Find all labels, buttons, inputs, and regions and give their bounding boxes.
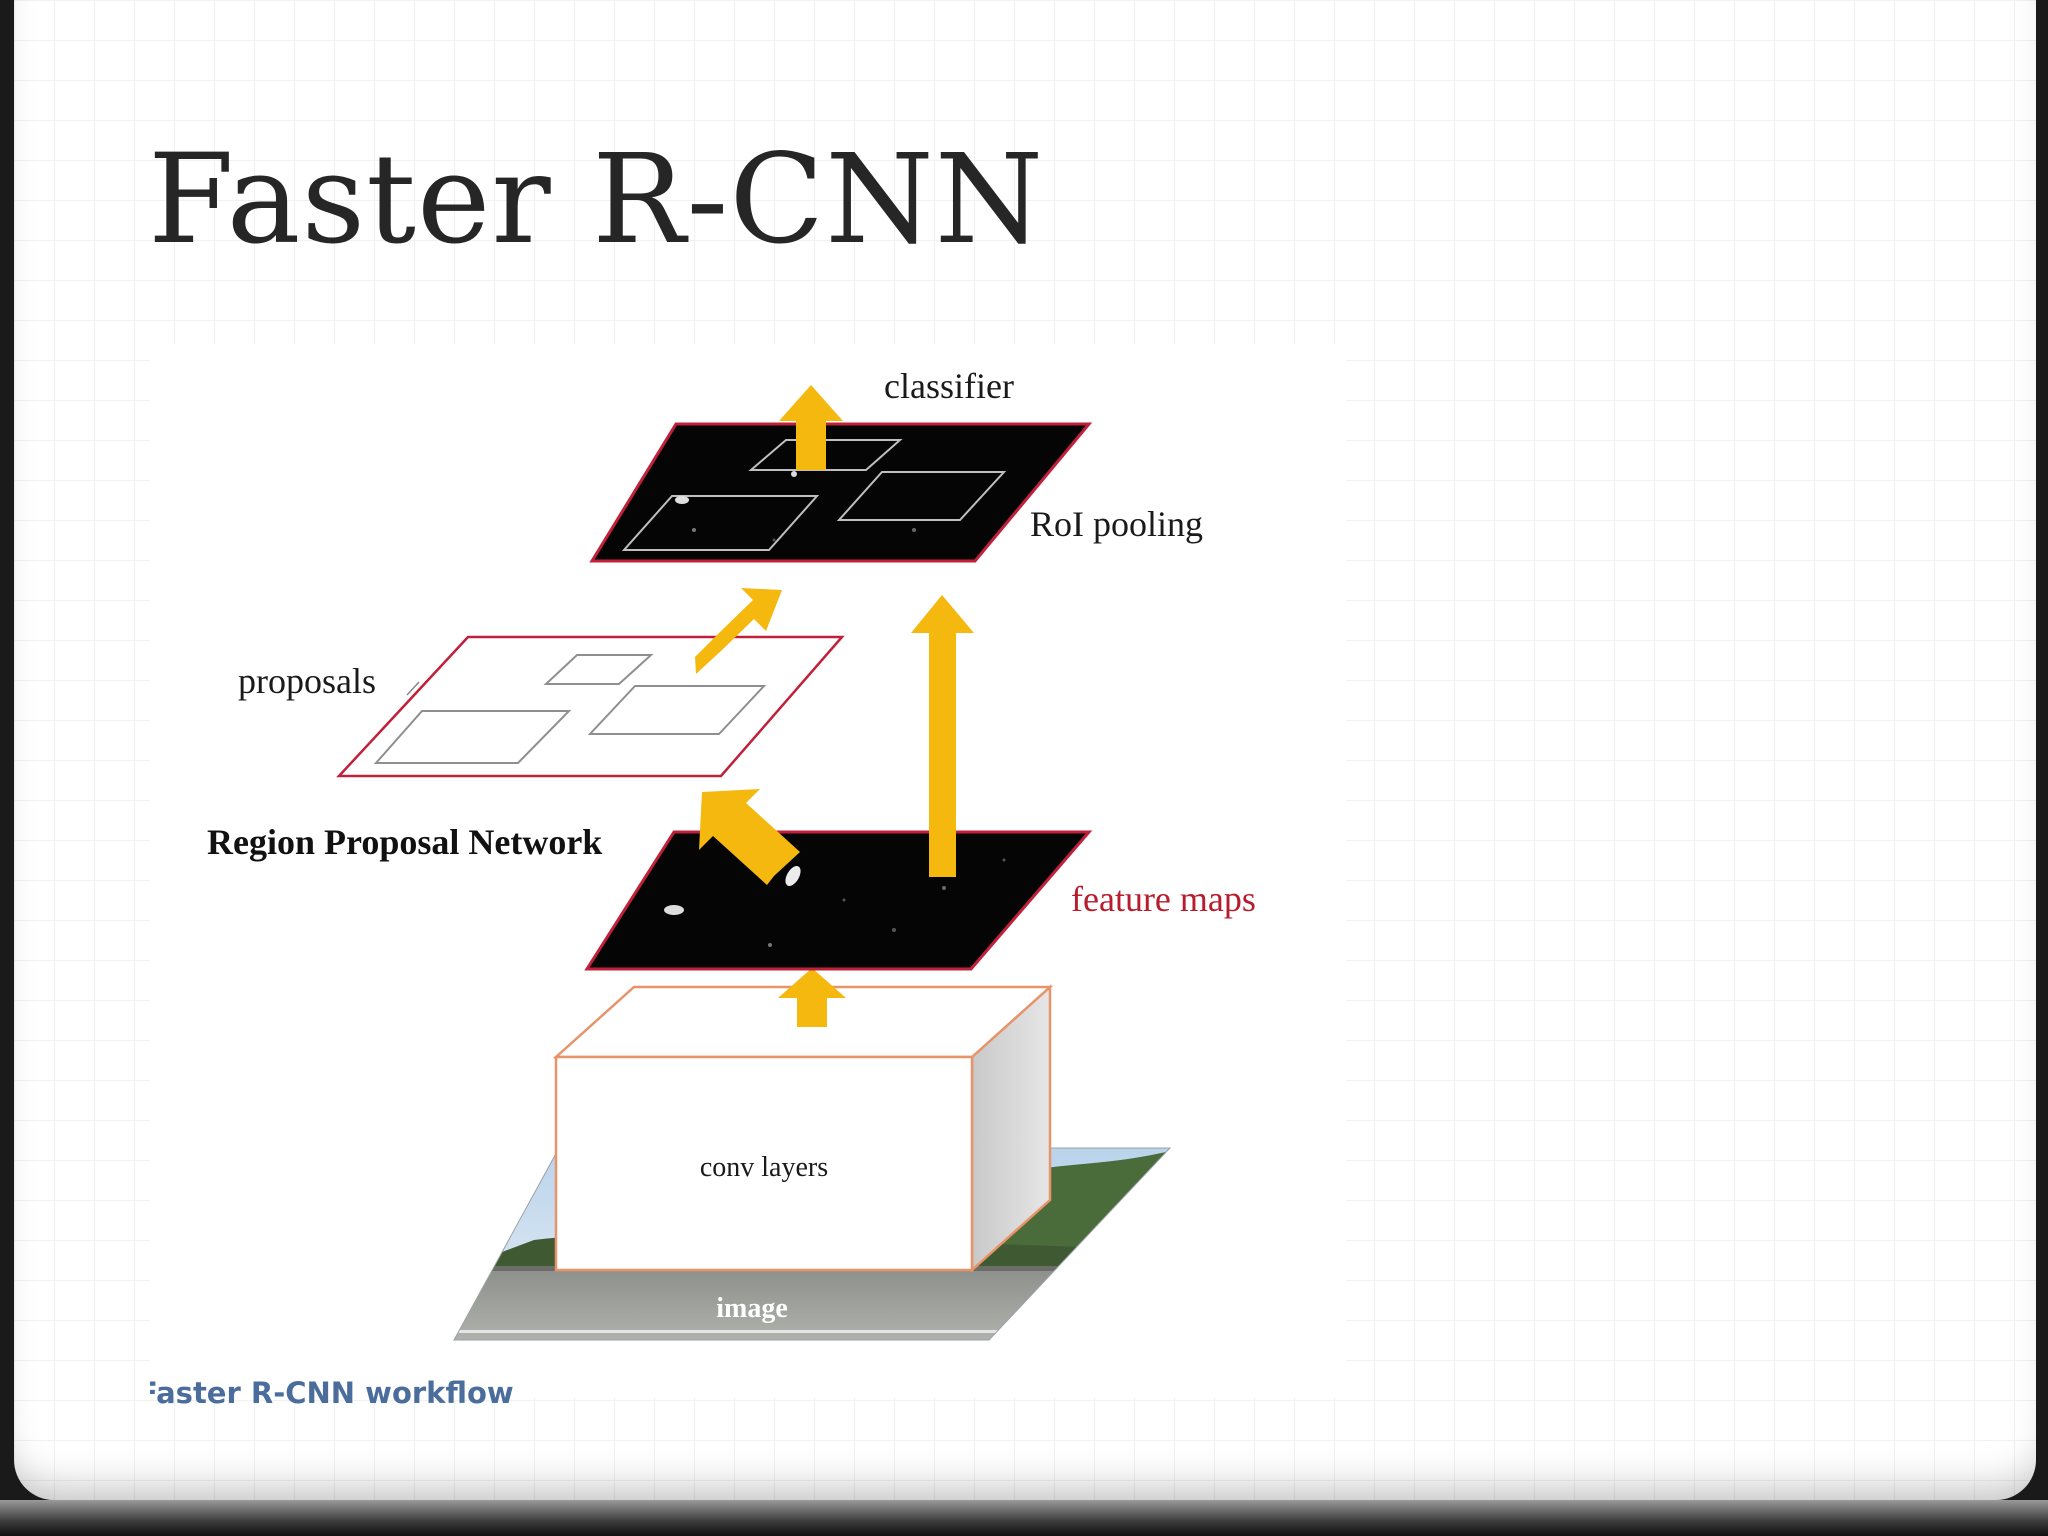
feature-maps-label: feature maps	[1071, 879, 1256, 919]
arrow-proposals-to-roi	[695, 588, 782, 674]
proposals-label: proposals	[238, 661, 376, 701]
roi-pooling-label: RoI pooling	[1030, 504, 1203, 544]
figure-panel: image conv layers fea	[150, 344, 1346, 1398]
proposals-leader-line	[406, 681, 420, 696]
faster-rcnn-diagram: image conv layers fea	[207, 366, 1256, 1341]
conv-layers-box: conv layers	[552, 984, 1054, 1273]
classifier-label: classifier	[884, 366, 1014, 406]
arrow-features-to-roi	[911, 595, 974, 877]
image-label: image	[716, 1293, 788, 1324]
figure-caption-text: Faster R-CNN workflow	[150, 1376, 514, 1410]
arrow-roi-to-classifier	[779, 385, 843, 470]
arrow-conv-to-features	[778, 968, 846, 1027]
arrow-rpn-to-proposals	[699, 789, 800, 885]
roi-pooling-plane	[589, 422, 1093, 563]
slide-title: Faster R-CNN	[148, 128, 1045, 272]
slide: Faster R-CNN	[14, 0, 2036, 1500]
proposals-plane	[336, 635, 845, 778]
slide-bottom-bar	[0, 1500, 2048, 1536]
conv-layers-label: conv layers	[700, 1152, 828, 1183]
rpn-label: Region Proposal Network	[207, 822, 602, 862]
feature-maps-plane	[584, 830, 1093, 971]
figure-caption: Faster R-CNN workflow	[150, 1376, 750, 1420]
